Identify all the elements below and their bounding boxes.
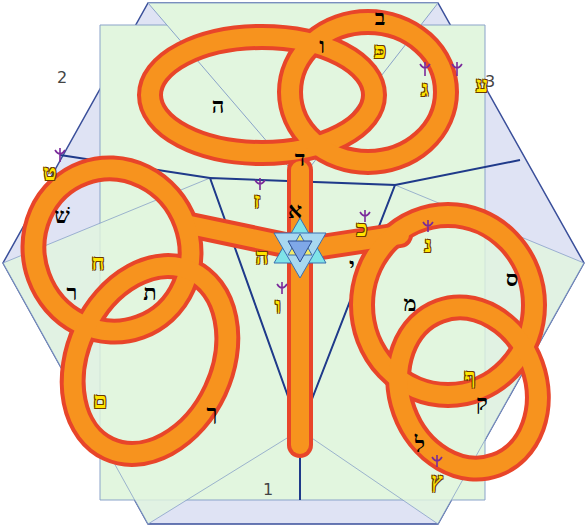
hebrew-letter: ל — [415, 433, 425, 455]
hebrew-letter: ח — [91, 251, 104, 273]
hebrew-letter: ה — [256, 245, 269, 267]
callout-number: 3 — [485, 74, 495, 90]
hebrew-letter: כ — [357, 217, 368, 239]
hebrew-letter: ג — [421, 77, 428, 99]
hebrew-letter: ף — [464, 365, 475, 387]
hebrew-letter: ך — [207, 401, 218, 423]
hebrew-letter: ם — [93, 389, 107, 411]
hebrew-letter: ת — [143, 281, 156, 303]
hebrew-letter: ץ — [431, 469, 442, 491]
hebrew-letter: שׁ — [54, 204, 70, 226]
hebrew-letter: ז — [254, 189, 260, 211]
hebrew-letter: ר — [67, 281, 78, 303]
hebrew-letter: ט — [43, 161, 56, 183]
hebrew-letter: ה — [212, 94, 225, 116]
hebrew-letter: ד — [295, 147, 306, 169]
callout-number: 1 — [263, 482, 273, 498]
hebrew-letter: ב — [375, 6, 386, 28]
hebrew-letter: נ — [424, 233, 431, 255]
hebrew-letter: מ — [403, 292, 416, 314]
hebrew-letter: ס — [506, 267, 519, 289]
callout-number: 2 — [57, 70, 67, 86]
hebrew-letter: ו — [319, 34, 325, 56]
hebrew-letter: פּ — [374, 39, 386, 61]
hebrew-letter: ק — [476, 391, 488, 413]
hebrew-letter: א — [288, 199, 302, 221]
hebrew-letter: ו — [275, 294, 281, 316]
hebrew-letter: י — [349, 254, 355, 276]
